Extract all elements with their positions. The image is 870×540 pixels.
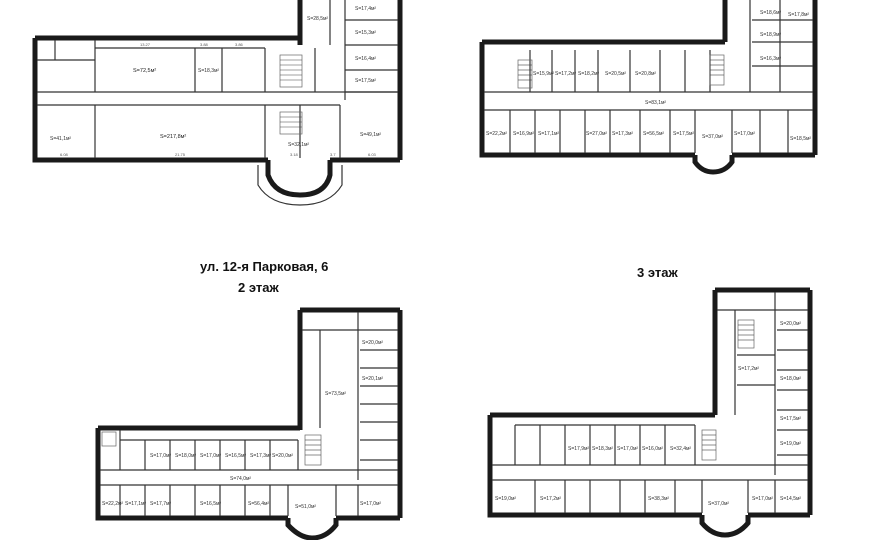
floor-plan-top-right: S=18,6м² S=17,8м² S=18,9м² S=15,9м² S=17…: [470, 0, 870, 180]
room-area: S=17,0м²: [752, 496, 773, 502]
room-area: S=18,3м²: [198, 68, 219, 74]
room-area: S=38,3м²: [648, 496, 669, 502]
room-area: S=49,1м²: [360, 132, 381, 138]
room-area: S=17,2м²: [555, 71, 576, 77]
upper-room-dividers: [529, 50, 711, 92]
lower-room-dividers: [509, 110, 789, 153]
floor-2-caption: 2 этаж: [238, 280, 279, 295]
room-area: S=18,3м²: [592, 446, 613, 452]
room-area: S=18,2м²: [578, 71, 599, 77]
room-area: S=41,1м²: [50, 136, 71, 142]
room-area: S=17,5м²: [355, 78, 376, 84]
room-area: S=14,5м²: [780, 496, 801, 502]
lower-room-dividers: [534, 480, 776, 513]
upper-room-dividers: [119, 430, 299, 470]
room-area: S=15,3м²: [355, 30, 376, 36]
dimension: 3.88: [200, 42, 209, 47]
room-area: S=17,0м²: [360, 501, 381, 507]
room-area: S=56,4м²: [248, 501, 269, 507]
room-area: S=73,5м²: [325, 391, 346, 397]
room-area: S=17,2м²: [738, 366, 759, 372]
room-area: S=37,0м²: [708, 501, 729, 507]
room-area: S=32,1м²: [288, 142, 309, 148]
room-area: S=20,0м²: [362, 340, 383, 346]
floor-plan-2nd: S=20,0м² S=20,1м² S=73,5м² S=17,0м² S=18…: [90, 300, 420, 540]
room-area: S=16,3м²: [760, 56, 781, 62]
room-area: S=20,8м²: [635, 71, 656, 77]
room-area: S=17,5м²: [780, 416, 801, 422]
room-area: S=16,5м²: [225, 453, 246, 459]
room-area: S=18,0м²: [780, 376, 801, 382]
room-area: S=37,0м²: [702, 134, 723, 140]
room-area: S=83,1м²: [645, 100, 666, 106]
room-area: S=17,1м²: [538, 131, 559, 137]
room-area: S=51,0м²: [295, 504, 316, 510]
room-area: S=17,4м²: [355, 6, 376, 12]
room-area: S=217,8м²: [160, 134, 186, 140]
room-area: S=17,5м²: [673, 131, 694, 137]
room-area: S=20,0м²: [272, 453, 293, 459]
room-area: S=18,5м²: [790, 136, 811, 142]
room-area: S=16,0м²: [642, 446, 663, 452]
dimension: 13.27: [140, 42, 151, 47]
room-area: S=16,5м²: [200, 501, 221, 507]
room-area: S=17,3м²: [250, 453, 271, 459]
room-area: S=19,0м²: [780, 441, 801, 447]
room-area: S=17,7м²: [150, 501, 171, 507]
room-area: S=16,9м²: [513, 131, 534, 137]
room-area: S=72,5м²: [133, 68, 156, 74]
dimension: 6.03: [368, 152, 377, 157]
dimension: 21.75: [175, 152, 186, 157]
address-caption: ул. 12-я Парковая, 6: [200, 259, 329, 274]
room-area: S=17,0м²: [617, 446, 638, 452]
room-area: S=17,8м²: [788, 12, 809, 18]
floor-3-caption: 3 этаж: [637, 265, 678, 280]
room-area: S=18,0м²: [175, 453, 196, 459]
room-area: S=27,0м²: [586, 131, 607, 137]
room-area: S=18,6м²: [760, 10, 781, 16]
room-area: S=16,4м²: [355, 56, 376, 62]
room-area: S=56,5м²: [643, 131, 664, 137]
room-area: S=17,0м²: [200, 453, 221, 459]
dimension: 6.08: [60, 152, 69, 157]
room-area: S=17,2м²: [540, 496, 561, 502]
room-area: S=20,5м²: [605, 71, 626, 77]
room-area: S=17,9м²: [568, 446, 589, 452]
dimension: 3.7: [330, 152, 336, 157]
room-area: S=22,2м²: [102, 501, 123, 507]
floor-plan-3rd: S=20,0м² S=17,2м² S=18,0м² S=17,9м² S=18…: [480, 285, 840, 540]
room-area: S=17,3м²: [612, 131, 633, 137]
room-area: S=18,9м²: [760, 32, 781, 38]
room-area: S=17,0м²: [150, 453, 171, 459]
dimension: 3.86: [235, 42, 244, 47]
room-area: S=19,0м²: [495, 496, 516, 502]
room-area: S=15,9м²: [533, 71, 554, 77]
room-area: S=20,1м²: [362, 376, 383, 382]
room-area: S=17,0м²: [734, 131, 755, 137]
floor-plan-ground: S=17,4м² S=28,5м² S=15,3м² S=72,5м² S=18…: [0, 0, 420, 210]
room-area: S=20,0м²: [780, 321, 801, 327]
room-area: S=22,2м²: [486, 131, 507, 137]
upper-room-dividers: [514, 424, 696, 465]
room-area: S=28,5м²: [307, 16, 328, 22]
room-area: S=32,4м²: [670, 446, 691, 452]
dimension: 3.18: [290, 152, 299, 157]
room-area: S=74,0м²: [230, 476, 251, 482]
room-area: S=17,1м²: [125, 501, 146, 507]
lower-room-dividers: [119, 485, 359, 516]
